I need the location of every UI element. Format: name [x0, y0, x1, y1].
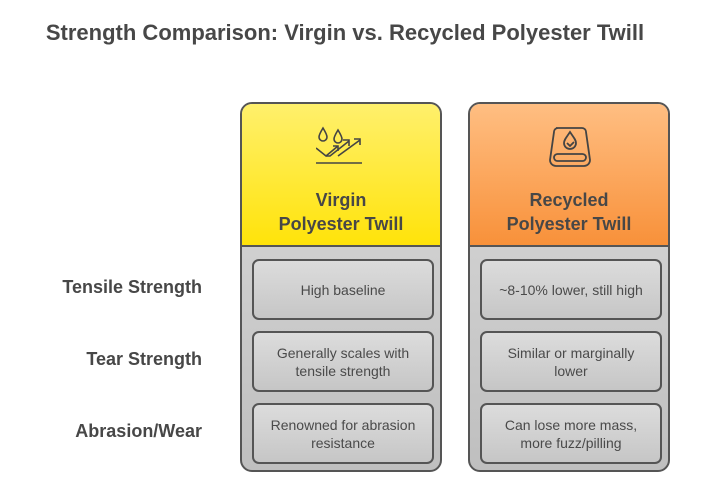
virgin-title-line2: Polyester Twill — [278, 214, 404, 234]
recycled-title-line1: Recycled — [529, 190, 609, 210]
recycled-fabric-roll-icon — [549, 127, 591, 167]
row-label-tensile: Tensile Strength — [62, 277, 202, 297]
row-label-abrasion: Abrasion/Wear — [75, 421, 202, 441]
virgin-title-line1: Virgin — [315, 190, 367, 210]
virgin-tear-cell: Generally scales with tensile strength — [252, 331, 434, 392]
virgin-tensile-cell: High baseline — [252, 259, 434, 320]
recycled-tear-cell: Similar or marginally lower — [480, 331, 662, 392]
row-label-tear: Tear Strength — [86, 349, 202, 369]
recycled-abrasion-cell: Can lose more mass, more fuzz/pilling — [480, 403, 662, 464]
recycled-tensile-cell: ~8-10% lower, still high — [480, 259, 662, 320]
recycled-title-line2: Polyester Twill — [506, 214, 632, 234]
page-title: Strength Comparison: Virgin vs. Recycled… — [45, 20, 645, 45]
water-drops-trend-up-icon — [316, 126, 362, 164]
virgin-abrasion-cell: Renowned for abrasion resistance — [252, 403, 434, 464]
